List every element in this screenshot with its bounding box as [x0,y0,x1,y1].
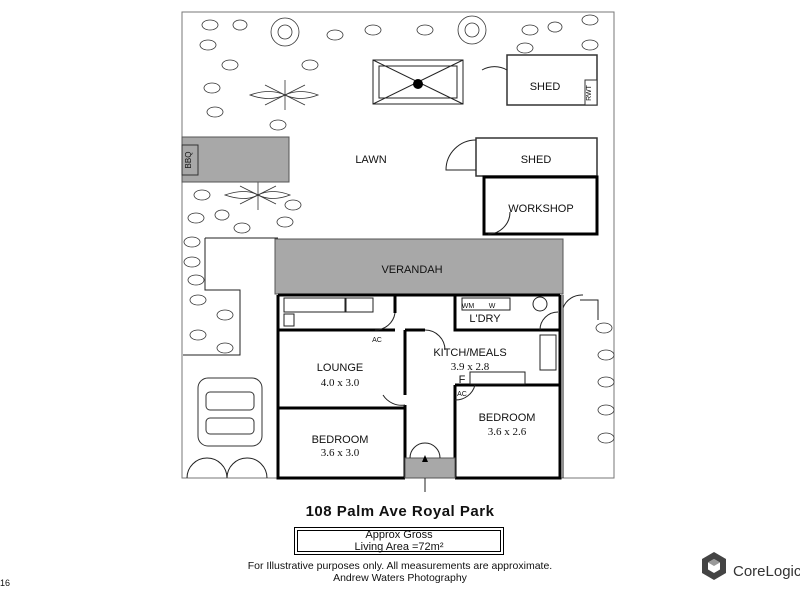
laundry-label: L'DRY [469,313,501,325]
living-area-box: Approx Gross Living Area =72m² [294,527,504,555]
cooktop [469,371,526,385]
property-address: 108 Palm Ave Royal Park [305,503,495,520]
laundry-bench [461,297,511,311]
bedroom1-label: BEDROOM [312,434,369,446]
shed-middle-label: SHED [521,154,552,166]
bedroom2-label: BEDROOM [479,412,536,424]
lawn-label: LAWN [355,154,386,166]
shed-top [506,54,598,106]
side-path [183,238,241,356]
toilet [532,296,548,312]
garden-trees [223,15,487,210]
area-line1: Approx Gross [365,529,433,541]
kitchen-label: KITCH/MEALS [433,347,506,359]
rwt-label: RWT [586,84,593,101]
bbq-label: BBQ [184,152,193,169]
driveway-gates [186,457,268,479]
lounge-label: LOUNGE [317,362,363,374]
ac-lounge-label: AC [372,337,382,344]
floor-plan: SHED RWT SHED WORKSHOP LAWN BBQ VERANDAH [181,11,615,492]
corelogic-logo-icon [702,552,726,580]
w-label: W [489,303,496,310]
kitchen-dimensions: 3.9 x 2.8 [451,361,490,373]
disclaimer: For Illustrative purposes only. All meas… [247,560,553,572]
shed-middle [475,137,598,177]
garden-shrubs [183,14,615,444]
bedroom2-dimensions: 3.6 x 2.6 [488,426,527,438]
logo-text: CoreLogic [733,563,800,580]
shed-top-label: SHED [530,81,561,93]
ac-bedroom-label: AC [457,391,467,398]
pergola-post [413,79,423,89]
verandah-label: VERANDAH [381,264,442,276]
kitchen-bench [539,334,557,371]
page-number: 16 [0,578,11,588]
bathtub [283,297,347,313]
photographer-credit: Andrew Waters Photography [333,572,467,584]
wm-label: WM [462,303,475,310]
car [197,377,263,447]
workshop [482,175,599,236]
lounge-dimensions: 4.0 x 3.0 [321,377,360,389]
area-line2: Living Area =72m² [354,541,444,553]
fridge-label: F [459,374,466,386]
pergola [372,59,464,105]
workshop-label: WORKSHOP [508,203,573,215]
house: L'DRY WM W LOUNGE 4.0 x 3.0 AC KITCH/MEA… [276,293,562,492]
bedroom1-dimensions: 3.6 x 3.0 [321,447,360,459]
bbq-area [181,136,290,183]
front-porch [404,457,456,479]
